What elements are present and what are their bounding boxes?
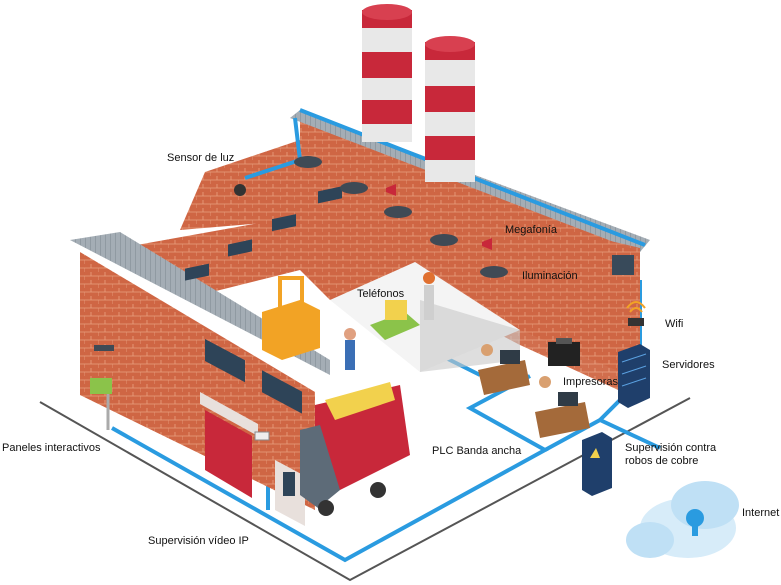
- megaphone-icon: [386, 184, 492, 250]
- light-sensor-icon: [234, 184, 246, 196]
- main-hall: [70, 186, 415, 526]
- label-wifi: Wifi: [665, 318, 684, 330]
- label-video-ip: Supervisión vídeo IP: [148, 535, 249, 547]
- delivery-truck: [300, 382, 410, 516]
- cloud-icon: [626, 481, 739, 558]
- server-rack-icon: [618, 344, 650, 408]
- label-paneles: Paneles interactivos: [2, 442, 101, 454]
- chimneys: [362, 4, 475, 182]
- label-servidores: Servidores: [662, 359, 715, 371]
- pallet-icon: [370, 300, 420, 340]
- label-impresoras: Impresoras: [563, 376, 619, 388]
- label-megafonia: Megafonía: [505, 224, 557, 236]
- printer-icon: [548, 338, 580, 366]
- worker-icon: [344, 272, 435, 370]
- label-supervision-cobre: Supervisión contra robos de cobre: [625, 442, 717, 467]
- right-wall: [415, 195, 640, 400]
- wifi-icon: [626, 301, 646, 326]
- forklift-icon: [262, 276, 320, 360]
- ceiling-lamps: [294, 156, 508, 278]
- copper-theft-cabinet-icon: [582, 432, 612, 496]
- ip-camera-icon: [254, 431, 270, 441]
- label-iluminacion: Iluminación: [522, 270, 578, 282]
- label-sensor-luz: Sensor de luz: [167, 152, 235, 164]
- label-telefonos: Teléfonos: [357, 288, 405, 300]
- label-plc: PLC Banda ancha: [432, 445, 522, 457]
- office-desks: [478, 344, 590, 438]
- ground-outline: [39, 397, 691, 582]
- interactive-panel-icon: [90, 345, 114, 430]
- label-internet: Internet: [742, 507, 780, 519]
